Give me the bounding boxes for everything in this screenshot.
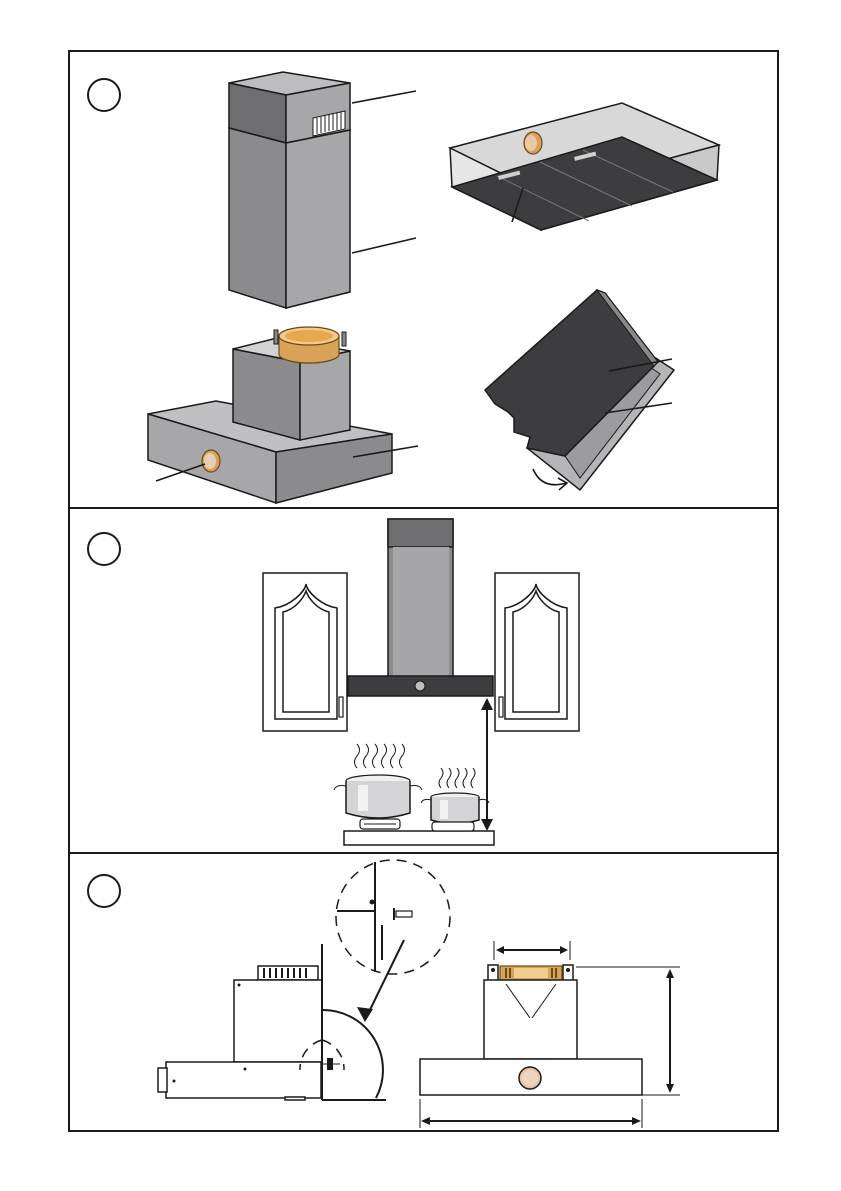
step-marker-1 [88, 79, 120, 111]
steam-small-icon [439, 768, 475, 788]
side-view [158, 944, 386, 1100]
detail-pointer [366, 940, 404, 1018]
front-chimney [388, 519, 453, 677]
panel-2-mounting-height [263, 519, 579, 845]
front-view-knob-icon [519, 1067, 541, 1089]
front-view [420, 941, 680, 1128]
burner-large-icon [360, 819, 400, 829]
screw-icon [394, 908, 412, 920]
step-marker-3 [88, 875, 120, 907]
bottom-width-dimension [420, 1099, 642, 1128]
step-marker-2 [88, 533, 120, 565]
cabinet-right-handle-icon [499, 697, 503, 717]
burner-small-icon [432, 822, 474, 831]
cooktop [344, 831, 494, 845]
frame-knob-icon [524, 132, 542, 154]
top-width-dimension [494, 941, 570, 960]
control-knob-icon [202, 450, 220, 472]
detail-pointer-arrowhead [357, 1007, 373, 1022]
exhaust-collar-icon [279, 327, 339, 363]
panel-1-exploded-view [148, 72, 719, 503]
front-collar-icon [500, 966, 562, 980]
cabinet-left [263, 573, 347, 731]
detail-circle [336, 860, 450, 974]
hood-body-view [148, 327, 392, 503]
filter-frame-view [450, 103, 719, 230]
cabinet-left-handle-icon [339, 697, 343, 717]
height-dimension-arrow [481, 698, 493, 831]
pot-large [334, 744, 422, 829]
filter-panel-view [485, 290, 674, 490]
chimney-assembly [229, 72, 350, 308]
panel-3-dimensions [158, 860, 680, 1128]
steam-large-icon [355, 744, 405, 768]
front-hood [348, 676, 493, 696]
cabinet-right [495, 573, 579, 731]
pot-small [421, 768, 489, 831]
front-hood-knob-icon [415, 681, 425, 691]
leader-chimney-lower [352, 238, 416, 253]
leader-chimney-upper [352, 91, 416, 103]
